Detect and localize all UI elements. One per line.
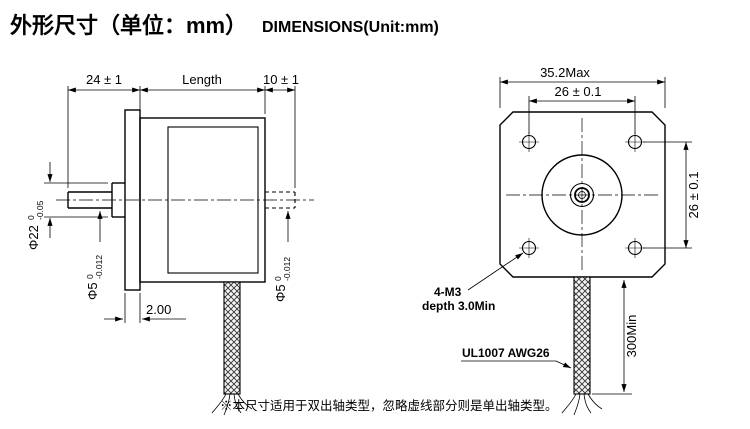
wire-strand xyxy=(233,393,242,414)
mounting-hole-callout: 4-M3 depth 3.0Min xyxy=(422,252,524,313)
phi22-label: Φ22 xyxy=(26,225,41,250)
dim-body-length-label: Length xyxy=(182,72,222,87)
dim-overall-width: 35.2Max xyxy=(499,65,666,108)
dim-overall-label: 35.2Max xyxy=(540,65,590,80)
wire-strand xyxy=(223,393,231,416)
pilot-circle xyxy=(541,154,623,236)
phi5-rear-tol-upper: 0 xyxy=(273,276,283,281)
faceplate xyxy=(499,111,666,278)
mounting-holes xyxy=(519,132,645,258)
page-title-cn: 外形尺寸（单位：mm） xyxy=(10,13,247,38)
dim-flange-thickness: 2.00 xyxy=(104,293,186,323)
phi5-front-label: Φ5 xyxy=(85,282,100,300)
wire-strand xyxy=(583,393,592,414)
motor-side-view: 24 ± 1 Length 10 ± 1 Φ22 0 -0.05 Φ5 0 -0… xyxy=(26,72,314,416)
dim-phi5-rear: Φ5 0 -0.012 xyxy=(273,211,292,302)
rear-shaft-dashed xyxy=(265,191,296,209)
cable-callout: UL1007 AWG26 xyxy=(461,346,572,369)
dim-hole-spacing-v: 26 ± 0.1 xyxy=(643,141,701,249)
title: 外形尺寸（单位：mm） DIMENSIONS(Unit:mm) xyxy=(10,13,439,38)
side-cable xyxy=(211,281,253,416)
motor-body-inner xyxy=(167,126,259,274)
phi5-front-tol-lower: -0.012 xyxy=(94,255,104,279)
front-cable xyxy=(561,276,603,416)
holes-callout-line2: depth 3.0Min xyxy=(422,299,495,313)
phi5-rear-label: Φ5 xyxy=(273,284,288,302)
phi5-rear-tol-lower: -0.012 xyxy=(282,257,292,281)
wire-strand xyxy=(237,393,253,410)
dim-shaft-front-length-label: 24 ± 1 xyxy=(86,72,122,87)
wire-strand xyxy=(211,393,227,414)
dim-hole-spacing-h: 26 ± 0.1 xyxy=(528,84,636,134)
wire-strand xyxy=(573,393,581,416)
dim-cable-length-label: 300Min xyxy=(624,315,639,358)
dim-hole-spacing-h-label: 26 ± 0.1 xyxy=(555,84,602,99)
phi5-front-tol-upper: 0 xyxy=(85,274,95,279)
shaft-bore-circle xyxy=(578,191,586,199)
pilot-boss xyxy=(111,182,125,218)
shaft-circle xyxy=(574,187,590,203)
footnote: ※本尺寸适用于双出轴类型，忽略虚线部分则是单出轴类型。 xyxy=(220,398,558,413)
phi22-tol-upper: 0 xyxy=(26,215,36,220)
page-title-en: DIMENSIONS(Unit:mm) xyxy=(262,19,439,36)
wire-strand xyxy=(587,393,603,410)
wire-strand xyxy=(561,393,577,414)
dim-phi22: Φ22 0 -0.05 xyxy=(26,162,108,250)
motor-body xyxy=(139,117,266,283)
front-shaft xyxy=(67,191,112,209)
dim-cable-length: 300Min xyxy=(592,280,639,395)
dim-hole-spacing-v-label: 26 ± 0.1 xyxy=(686,172,701,219)
cable-callout-label: UL1007 AWG26 xyxy=(462,346,550,360)
shaft-boss-circle xyxy=(569,182,595,208)
hole-centermarks xyxy=(519,132,645,258)
dim-shaft-rear-length-label: 10 ± 1 xyxy=(263,72,299,87)
phi22-tol-lower: -0.05 xyxy=(35,200,45,220)
side-view-dimension-lines xyxy=(67,86,296,188)
dim-phi5-front: Φ5 0 -0.012 xyxy=(85,211,104,300)
holes-callout-line1: 4-M3 xyxy=(434,285,462,299)
motor-front-view: 35.2Max 26 ± 0.1 26 ± 0.1 4-M3 depth 3.0… xyxy=(422,65,701,416)
dim-flange-thickness-label: 2.00 xyxy=(146,302,171,317)
